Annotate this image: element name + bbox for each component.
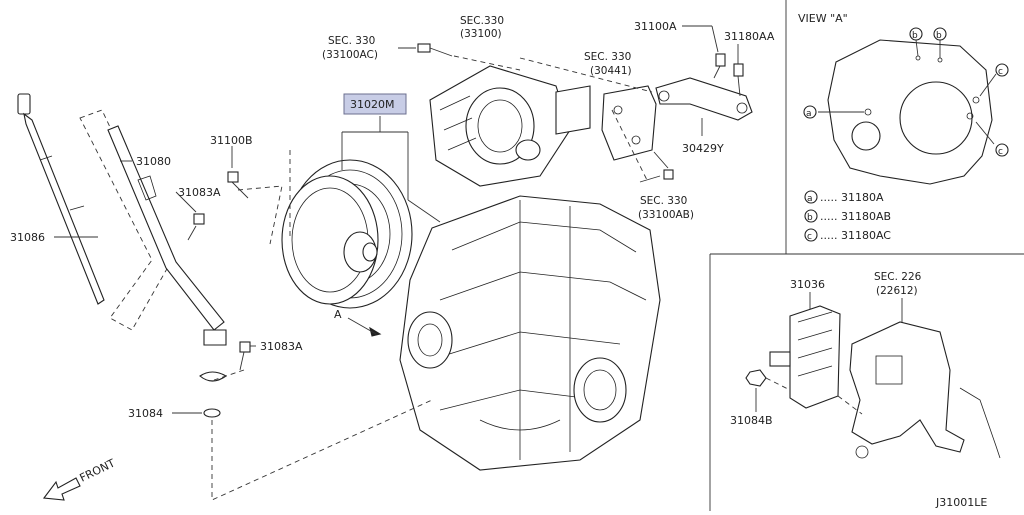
legend-c-text: ..... 31180AC — [820, 229, 891, 242]
label-31100a: 31100A — [634, 20, 677, 33]
callout-b1-icon — [909, 27, 923, 41]
label-sec330-33100-2: (33100) — [460, 28, 502, 40]
label-31083a-bottom: 31083A — [260, 340, 303, 353]
callout-c1-icon — [995, 63, 1009, 77]
legend-c-icon — [804, 228, 818, 242]
label-sec330-33100ab-1: SEC. 330 — [640, 195, 687, 207]
label-front: FRONT — [78, 456, 118, 484]
label-sec226-2: (22612) — [876, 285, 918, 297]
tcm-inset-panel: 31036 SEC. 226 (22612) 31084B — [730, 271, 1001, 459]
callout-c2: c — [998, 147, 1003, 157]
front-direction: FRONT — [42, 456, 118, 501]
callout-a-icon — [803, 105, 817, 119]
label-sec330-33100ac-1: SEC. 330 — [328, 35, 375, 47]
label-sec330-33100ab-2: (33100AB) — [638, 209, 694, 221]
legend-a-icon — [804, 190, 818, 204]
callout-b2-icon — [933, 27, 947, 41]
label-31080: 31080 — [136, 155, 171, 168]
panel-frames — [709, 0, 1024, 511]
transaxle-assembly — [399, 195, 661, 471]
bolts — [187, 43, 744, 371]
callout-b2: b — [936, 31, 942, 41]
legend-a-key: a — [807, 194, 813, 204]
assembly-guides — [211, 55, 653, 501]
oil-level-gauge — [17, 93, 105, 305]
label-sec330-30441-1: SEC. 330 — [584, 51, 631, 63]
label-31086: 31086 — [10, 231, 45, 244]
label-31084: 31084 — [128, 407, 163, 420]
label-view-a-arrow: A — [334, 308, 342, 321]
mount-bracket — [601, 85, 657, 161]
view-a-panel: VIEW "A" b b c a c a ..... 31180A b ....… — [798, 12, 1009, 242]
main-labels: SEC. 330 (33100AC) SEC.330 (33100) SEC. … — [10, 15, 775, 420]
label-30429y: 30429Y — [682, 142, 724, 155]
legend-a-text: ..... 31180A — [820, 191, 884, 204]
highlight-31020m — [343, 93, 407, 115]
torque-rod — [655, 77, 753, 121]
legend-b-text: ..... 31180AB — [820, 210, 891, 223]
view-a-title: VIEW "A" — [798, 12, 848, 25]
callout-a: a — [806, 109, 812, 119]
label-31036: 31036 — [790, 278, 825, 291]
label-31180aa: 31180AA — [724, 30, 775, 43]
label-31020m: 31020M — [350, 98, 394, 111]
figure-code: J31001LE — [935, 496, 987, 509]
label-sec330-33100-1: SEC.330 — [460, 15, 504, 27]
leader-lines — [54, 25, 739, 414]
label-31084b: 31084B — [730, 414, 773, 427]
legend-b-key: b — [807, 213, 813, 223]
callout-c2-icon — [995, 143, 1009, 157]
label-sec226-1: SEC. 226 — [874, 271, 922, 283]
legend-b-icon — [804, 209, 818, 223]
callout-c1: c — [998, 67, 1003, 77]
torque-converter — [281, 159, 413, 309]
label-sec330-30441-2: (30441) — [590, 65, 632, 77]
label-31100b: 31100B — [210, 134, 253, 147]
upper-component — [429, 65, 591, 187]
legend-c-key: c — [807, 232, 812, 242]
label-31083a-top: 31083A — [178, 186, 221, 199]
callout-b1: b — [912, 31, 918, 41]
label-sec330-33100ac-2: (33100AC) — [322, 49, 378, 61]
